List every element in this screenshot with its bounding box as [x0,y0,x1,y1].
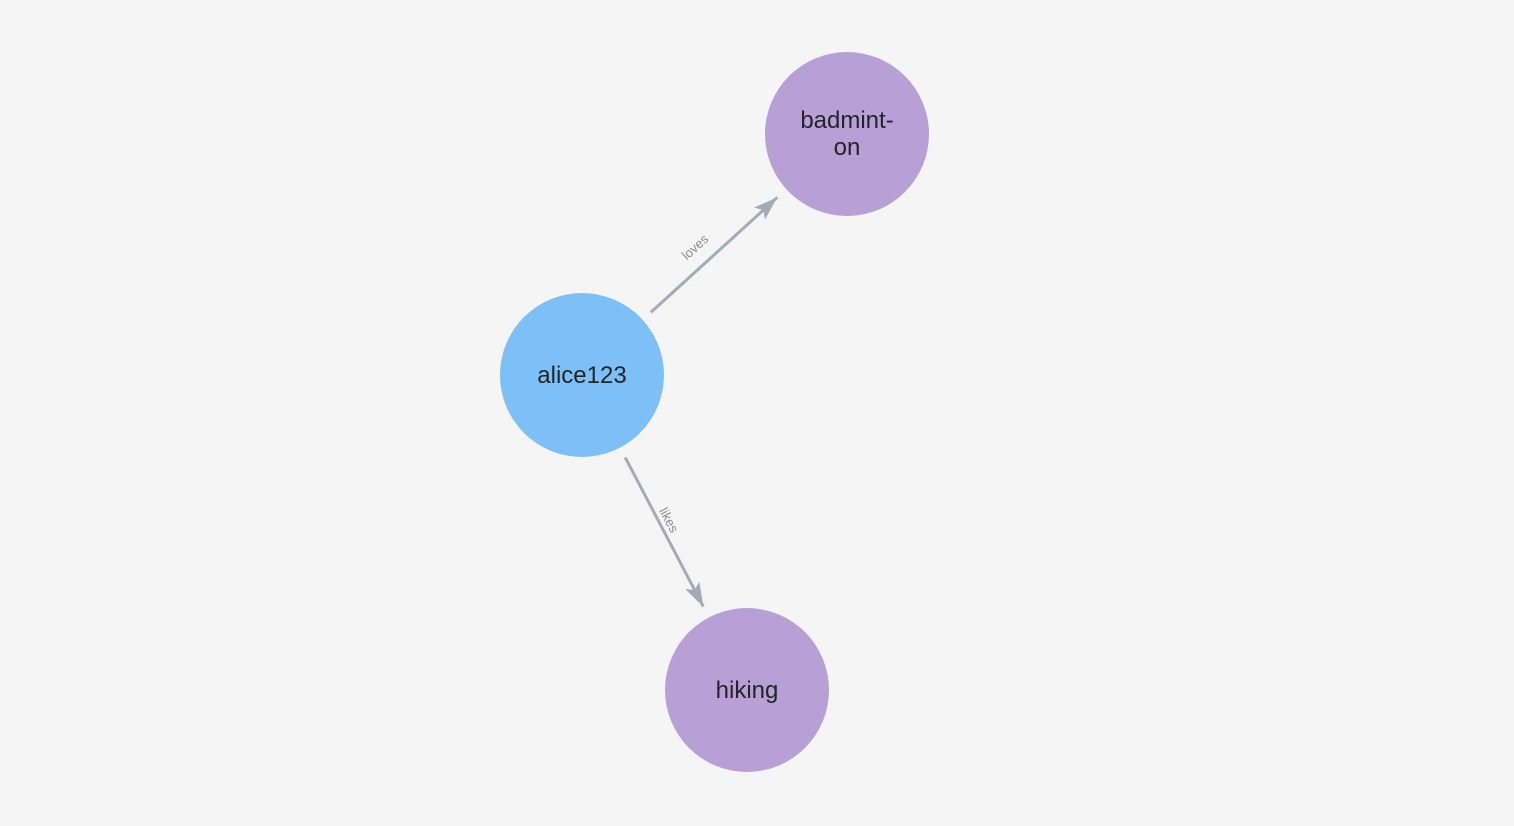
node-label: alice123 [537,361,627,389]
edge-likes-line[interactable] [623,456,705,608]
node-alice123[interactable]: alice123 [500,293,664,457]
node-badminton[interactable]: badmint- on [765,52,929,216]
edge-loves-line[interactable] [649,196,779,314]
edge-loves-label[interactable]: loves [679,231,712,263]
node-hiking[interactable]: hiking [665,608,829,772]
node-label: badmint- on [800,107,894,161]
edge-loves[interactable]: loves [649,196,779,314]
node-label: hiking [715,676,779,704]
edge-likes[interactable]: likes [623,456,705,608]
edge-likes-label[interactable]: likes [656,505,682,535]
